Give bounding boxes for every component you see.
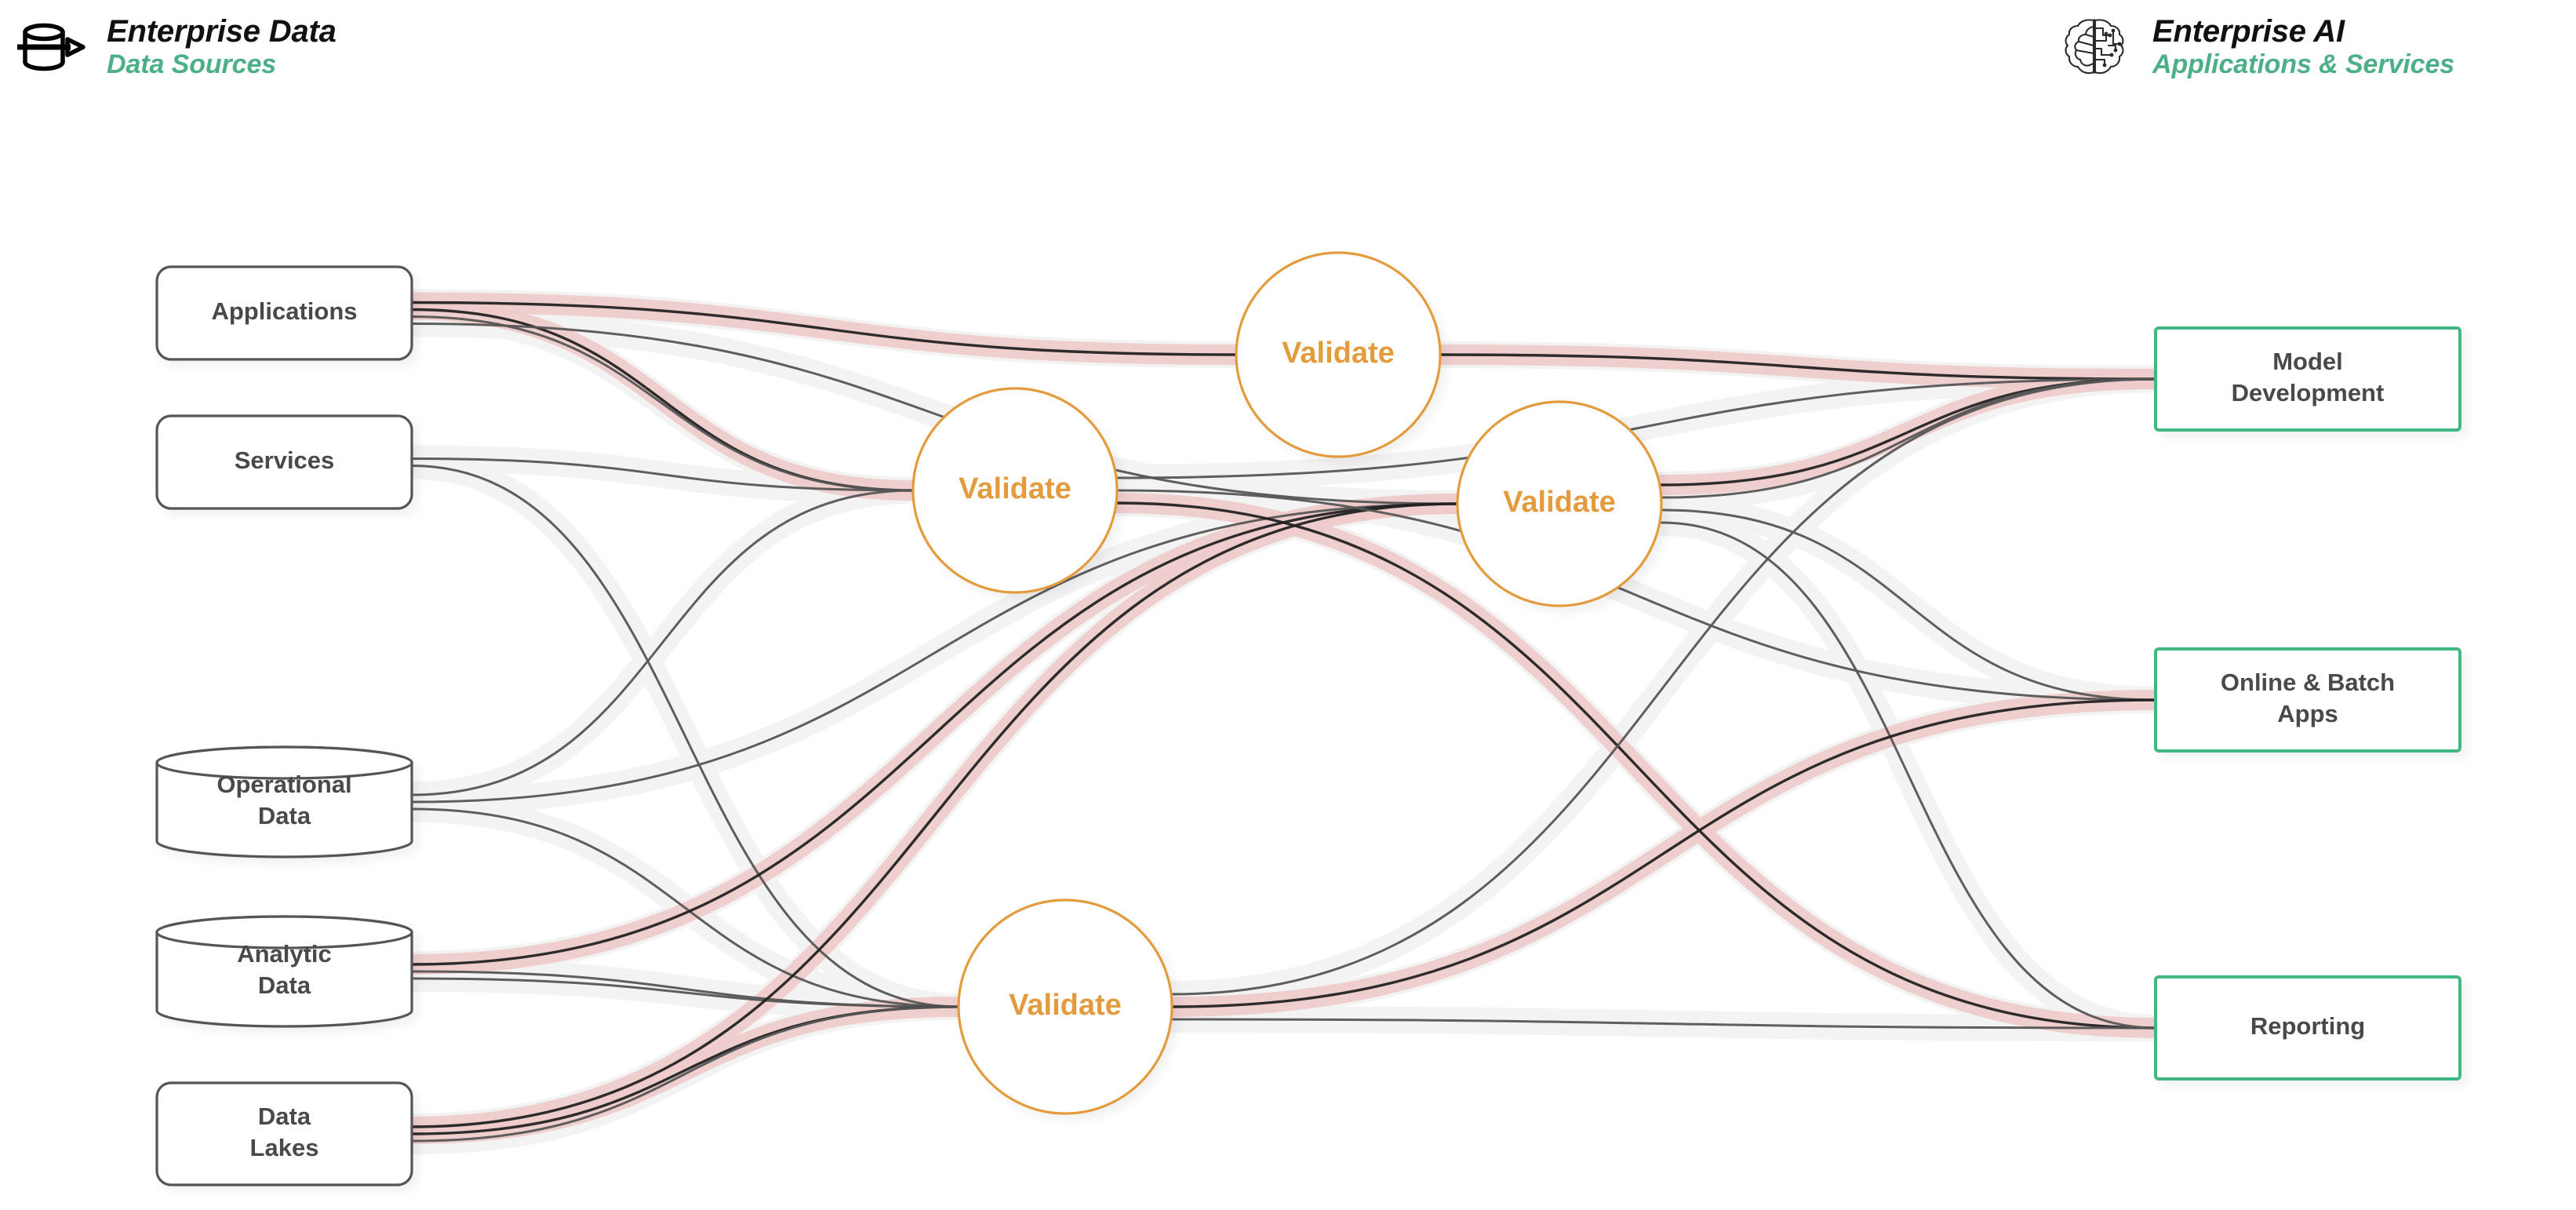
node-label: Validate [1503, 486, 1616, 519]
node-label: Applications [211, 297, 357, 325]
validate-gate-validate-1[interactable]: Validate [1235, 251, 1442, 458]
validate-gate-validate-4[interactable]: Validate [957, 898, 1173, 1115]
brain-ai-icon [2057, 9, 2132, 85]
node-label: Data [258, 802, 311, 829]
validate-gate-validate-3[interactable]: Validate [1456, 400, 1663, 607]
node-layer: ApplicationsServicesOperationalDataAnaly… [155, 251, 2461, 1186]
node-label: Reporting [2250, 1012, 2365, 1040]
node-label: Online & Batch [2221, 669, 2395, 696]
node-label: Validate [959, 472, 1072, 505]
source-node-services[interactable]: Services [155, 414, 413, 510]
node-label: Validate [1282, 337, 1395, 370]
node-label: Services [235, 446, 335, 474]
node-label: Development [2232, 379, 2385, 406]
header-enterprise-data: Enterprise Data Data Sources [11, 9, 337, 85]
source-node-applications[interactable]: Applications [155, 265, 413, 361]
header-right-subtitle: Applications & Services [2152, 49, 2455, 80]
header-enterprise-ai: Enterprise AI Applications & Services [2057, 9, 2454, 85]
target-node-reporting[interactable]: Reporting [2154, 975, 2461, 1081]
node-label: Validate [1009, 989, 1122, 1022]
header-right-title: Enterprise AI [2152, 13, 2345, 49]
validate-gate-validate-2[interactable]: Validate [911, 387, 1119, 594]
header-left-subtitle: Data Sources [107, 49, 277, 80]
database-arrow-icon [11, 9, 86, 85]
header-left-title: Enterprise Data [107, 13, 337, 49]
node-label: Analytic [237, 940, 332, 968]
node-label: Data [258, 971, 311, 999]
edge-line-layer [410, 301, 2157, 1143]
node-label: Lakes [250, 1134, 319, 1161]
node-label: Data [258, 1102, 311, 1130]
node-label: Model [2272, 348, 2343, 375]
node-label: Operational [216, 771, 351, 798]
node-label: Apps [2277, 700, 2338, 727]
